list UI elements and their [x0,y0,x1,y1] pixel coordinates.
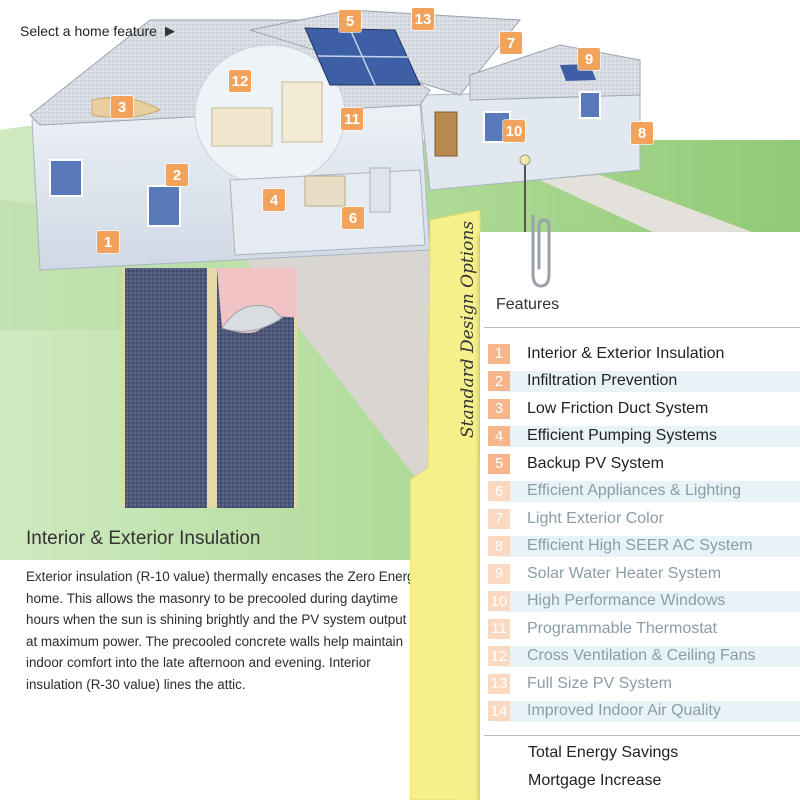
feature-label: Light Exterior Color [527,509,664,527]
feature-item-1[interactable]: 1 Interior & Exterior Insulation [488,340,800,368]
feature-number-badge: 2 [488,371,510,392]
features-divider [484,327,800,328]
feature-item-5[interactable]: 5 Backup PV System [488,450,800,478]
house-marker-5[interactable]: 5 [339,10,361,32]
feature-number-badge: 6 [488,481,510,502]
house-marker-10[interactable]: 10 [503,120,525,142]
features-heading: Features [496,296,560,313]
feature-label: Solar Water Heater System [527,564,722,582]
house-marker-9[interactable]: 9 [578,48,600,70]
feature-label: Programmable Thermostat [527,619,717,637]
house-marker-1[interactable]: 1 [97,231,119,253]
house-marker-11[interactable]: 11 [341,108,363,130]
folder-tab-label: Standard Design Options [458,220,478,438]
feature-number-badge: 12 [488,646,510,667]
select-feature-prompt[interactable]: Select a home feature ▶ [20,23,175,39]
house-marker-2[interactable]: 2 [166,164,188,186]
feature-label: High Performance Windows [527,592,726,610]
select-feature-label: Select a home feature [20,23,157,39]
feature-number-badge: 9 [488,563,510,584]
feature-number-badge: 3 [488,398,510,419]
feature-label: Infiltration Prevention [527,372,678,390]
feature-label: Efficient Pumping Systems [527,427,718,445]
house-marker-8[interactable]: 8 [631,122,653,144]
feature-label: Interior & Exterior Insulation [527,344,725,362]
paper-clip-icon [531,214,551,288]
play-triangle-icon: ▶ [164,23,175,38]
feature-item-4[interactable]: 4 Efficient Pumping Systems [488,423,800,451]
feature-item-10[interactable]: 10 High Performance Windows [488,588,800,616]
feature-number-badge: 1 [488,343,510,364]
feature-label: Full Size PV System [527,674,672,692]
feature-number-badge: 13 [488,673,510,694]
feature-label: Low Friction Duct System [527,399,709,417]
feature-description-body: Exterior insulation (R-10 value) thermal… [26,569,422,692]
house-marker-12[interactable]: 12 [229,70,251,92]
house-marker-6[interactable]: 6 [342,207,364,229]
feature-label: Efficient Appliances & Lighting [527,482,742,500]
feature-number-badge: 5 [488,453,510,474]
feature-item-8[interactable]: 8 Efficient High SEER AC System [488,533,800,561]
house-marker-13[interactable]: 13 [412,8,434,30]
house-marker-4[interactable]: 4 [263,189,285,211]
feature-item-3[interactable]: 3 Low Friction Duct System [488,395,800,423]
summary-divider [484,735,800,736]
feature-item-13[interactable]: 13 Full Size PV System [488,670,800,698]
feature-label: Improved Indoor Air Quality [527,702,721,720]
feature-number-badge: 4 [488,426,510,447]
feature-number-badge: 10 [488,591,510,612]
feature-number-badge: 7 [488,508,510,529]
feature-label: Efficient High SEER AC System [527,537,753,555]
feature-item-12[interactable]: 12 Cross Ventilation & Ceiling Fans [488,643,800,671]
feature-item-2[interactable]: 2 Infiltration Prevention [488,368,800,396]
feature-number-badge: 11 [488,618,510,639]
feature-item-6[interactable]: 6 Efficient Appliances & Lighting [488,478,800,506]
total-energy-savings-label: Total Energy Savings [528,744,679,761]
feature-item-9[interactable]: 9 Solar Water Heater System [488,560,800,588]
feature-label: Cross Ventilation & Ceiling Fans [527,647,756,665]
mortgage-increase-label: Mortgage Increase [528,772,662,789]
feature-item-7[interactable]: 7 Light Exterior Color [488,505,800,533]
house-marker-7[interactable]: 7 [500,32,522,54]
feature-item-11[interactable]: 11 Programmable Thermostat [488,615,800,643]
house-marker-3[interactable]: 3 [111,96,133,118]
feature-description-title: Interior & Exterior Insulation [26,528,261,549]
feature-item-14[interactable]: 14 Improved Indoor Air Quality [488,698,800,726]
feature-label: Backup PV System [527,454,664,472]
features-list: 1 Interior & Exterior Insulation 2 Infiltr… [488,340,800,725]
feature-number-badge: 14 [488,701,510,722]
feature-number-badge: 8 [488,536,510,557]
